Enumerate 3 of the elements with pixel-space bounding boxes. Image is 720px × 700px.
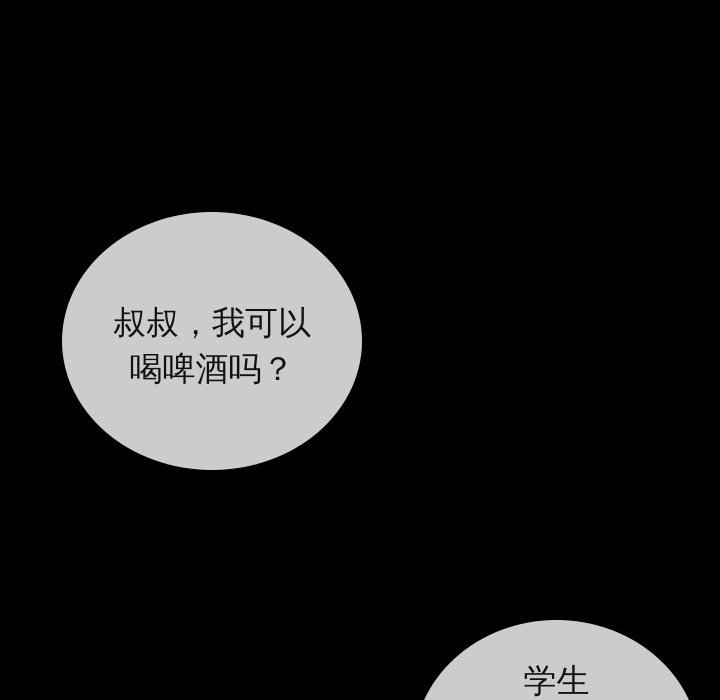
dialogue-text: 叔叔，我可以喝啤酒吗？ xyxy=(112,302,312,390)
dialogue-text: 学生 xyxy=(522,660,590,700)
speech-bubble xyxy=(62,212,362,470)
